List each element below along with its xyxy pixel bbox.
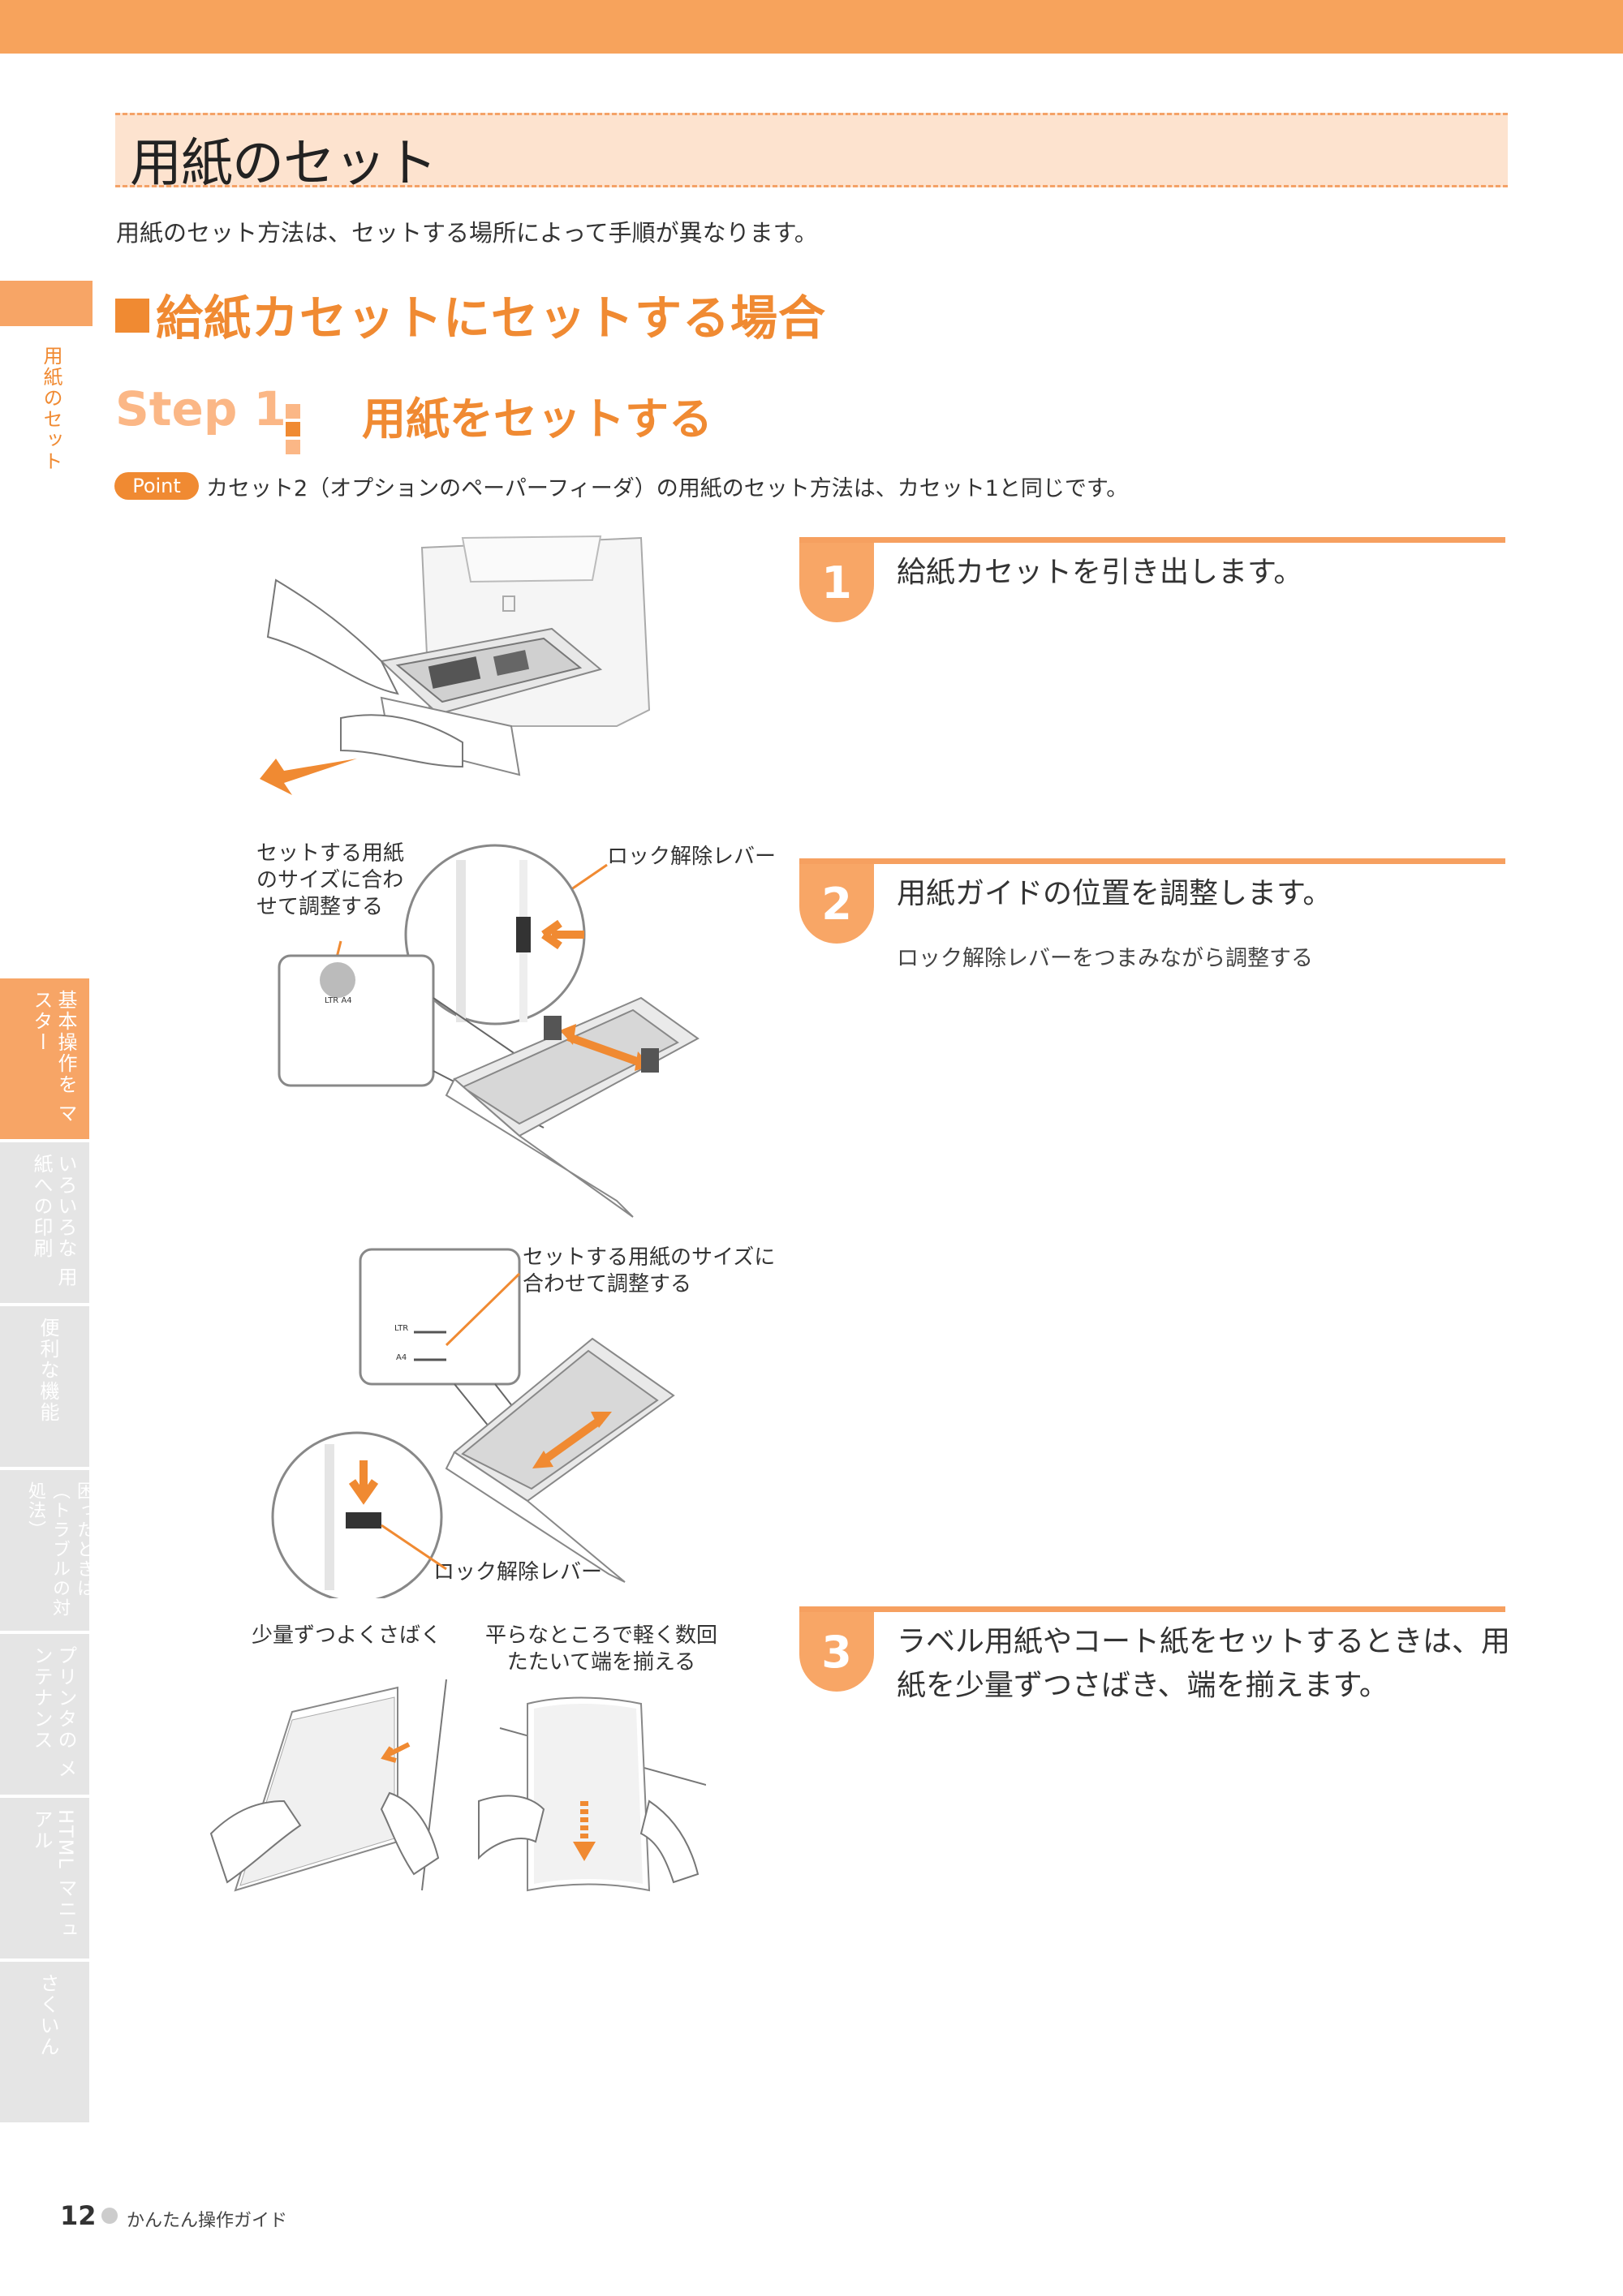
callout-lock-lever-2: ロック解除レバー bbox=[433, 1560, 603, 1584]
sidebar-tab-features[interactable]: 便利な機能 bbox=[0, 1306, 89, 1467]
callout-tap-flat: 平らなところで軽く数回 たたいて端を揃える bbox=[485, 1623, 718, 1675]
sidebar-tab-label: 便利な機能 bbox=[37, 1318, 59, 1423]
step-number: 1 bbox=[799, 543, 874, 622]
step-number: 3 bbox=[799, 1612, 874, 1692]
zoom-label-a4: A4 bbox=[396, 1353, 407, 1362]
step-title: 用紙をセットする bbox=[362, 393, 712, 445]
sidebar-tab-label: HTML マニュアル bbox=[30, 1809, 77, 1941]
illustration-pull-cassette bbox=[260, 535, 651, 795]
section-heading-text: 給紙カセットにセットする場合 bbox=[156, 290, 827, 346]
sidebar-tab-maintenance[interactable]: プリンタの メンテナンス bbox=[0, 1634, 89, 1795]
step-card-3: 3 ラベル用紙やコート紙をセットするときは、用紙を少量ずつさばき、端を揃えます。 bbox=[799, 1606, 1510, 1720]
sidebar-tab-index[interactable]: さくいん bbox=[0, 1962, 89, 2122]
sidebar-tab-label: 困ったときは（トラブルの対処法） bbox=[25, 1481, 94, 1618]
step-text: ラベル用紙やコート紙をセットするときは、用紙を少量ずつさばき、端を揃えます。 bbox=[897, 1625, 1511, 1702]
page-number: 12 bbox=[60, 2200, 97, 2231]
sidebar-tab-label: いろいろな 用紙への印刷 bbox=[30, 1154, 77, 1288]
page-title-box: 用紙のセット bbox=[115, 113, 1508, 194]
step-subtext: ロック解除レバーをつまみながら調整する bbox=[897, 946, 1313, 971]
footer-guide-name: かんたん操作ガイド bbox=[127, 2211, 288, 2231]
sidebar-tab-printing[interactable]: いろいろな 用紙への印刷 bbox=[0, 1142, 89, 1303]
illustration-length-guide: LTR A4 bbox=[271, 1248, 675, 1598]
point-badge: Point bbox=[114, 472, 199, 500]
sidebar-tab-basic[interactable]: 基本操作を マスター bbox=[0, 978, 89, 1139]
step-card-2: 2 用紙ガイドの位置を調整します。 ロック解除レバーをつまみながら調整する bbox=[799, 858, 1505, 988]
step-text: 用紙ガイドの位置を調整します。 bbox=[897, 877, 1332, 910]
footer-dot-icon bbox=[101, 2208, 118, 2224]
sidebar-current-section: 用紙のセット bbox=[40, 346, 62, 472]
point-text: カセット2（オプションのペーパーフィーダ）の用紙のセット方法は、カセット1と同じ… bbox=[206, 476, 1129, 501]
sidebar-tab-html-manual[interactable]: HTML マニュアル bbox=[0, 1798, 89, 1958]
square-bullet-icon bbox=[115, 299, 149, 333]
top-header-bar bbox=[0, 0, 1623, 54]
zoom-label-ltr-a4: LTR A4 bbox=[325, 996, 352, 1005]
sidebar-tab-label: プリンタの メンテナンス bbox=[30, 1645, 77, 1780]
zoom-label-ltr: LTR bbox=[394, 1324, 408, 1333]
intro-text: 用紙のセット方法は、セットする場所によって手順が異なります。 bbox=[116, 219, 818, 247]
callout-size-adjust-2: セットする用紙のサイズに 合わせて調整する bbox=[523, 1245, 776, 1296]
callout-size-adjust-1: セットする用紙 のサイズに合わ せて調整する bbox=[256, 841, 405, 919]
section-heading: 給紙カセットにセットする場合 bbox=[115, 280, 826, 348]
step-dots-icon bbox=[286, 404, 304, 458]
sidebar-tab-troubleshoot[interactable]: 困ったときは（トラブルの対処法） bbox=[0, 1470, 94, 1631]
step-number: 2 bbox=[799, 864, 874, 944]
page-title: 用紙のセット bbox=[130, 134, 437, 194]
sidebar-current-marker bbox=[0, 281, 93, 326]
step-text: 給紙カセットを引き出します。 bbox=[897, 556, 1303, 589]
sidebar-tab-label: さくいん bbox=[37, 1973, 59, 2057]
illustration-width-guide: LTR A4 bbox=[278, 844, 700, 1218]
callout-lock-lever-1: ロック解除レバー bbox=[607, 845, 777, 869]
callout-fan-small: 少量ずつよくさばく bbox=[252, 1623, 442, 1648]
step-word: Step 1 bbox=[115, 381, 286, 436]
sidebar-tab-label: 基本操作を マスター bbox=[30, 990, 77, 1124]
illustration-fan-paper bbox=[209, 1679, 706, 1892]
step-card-1: 1 給紙カセットを引き出します。 bbox=[799, 537, 1505, 634]
